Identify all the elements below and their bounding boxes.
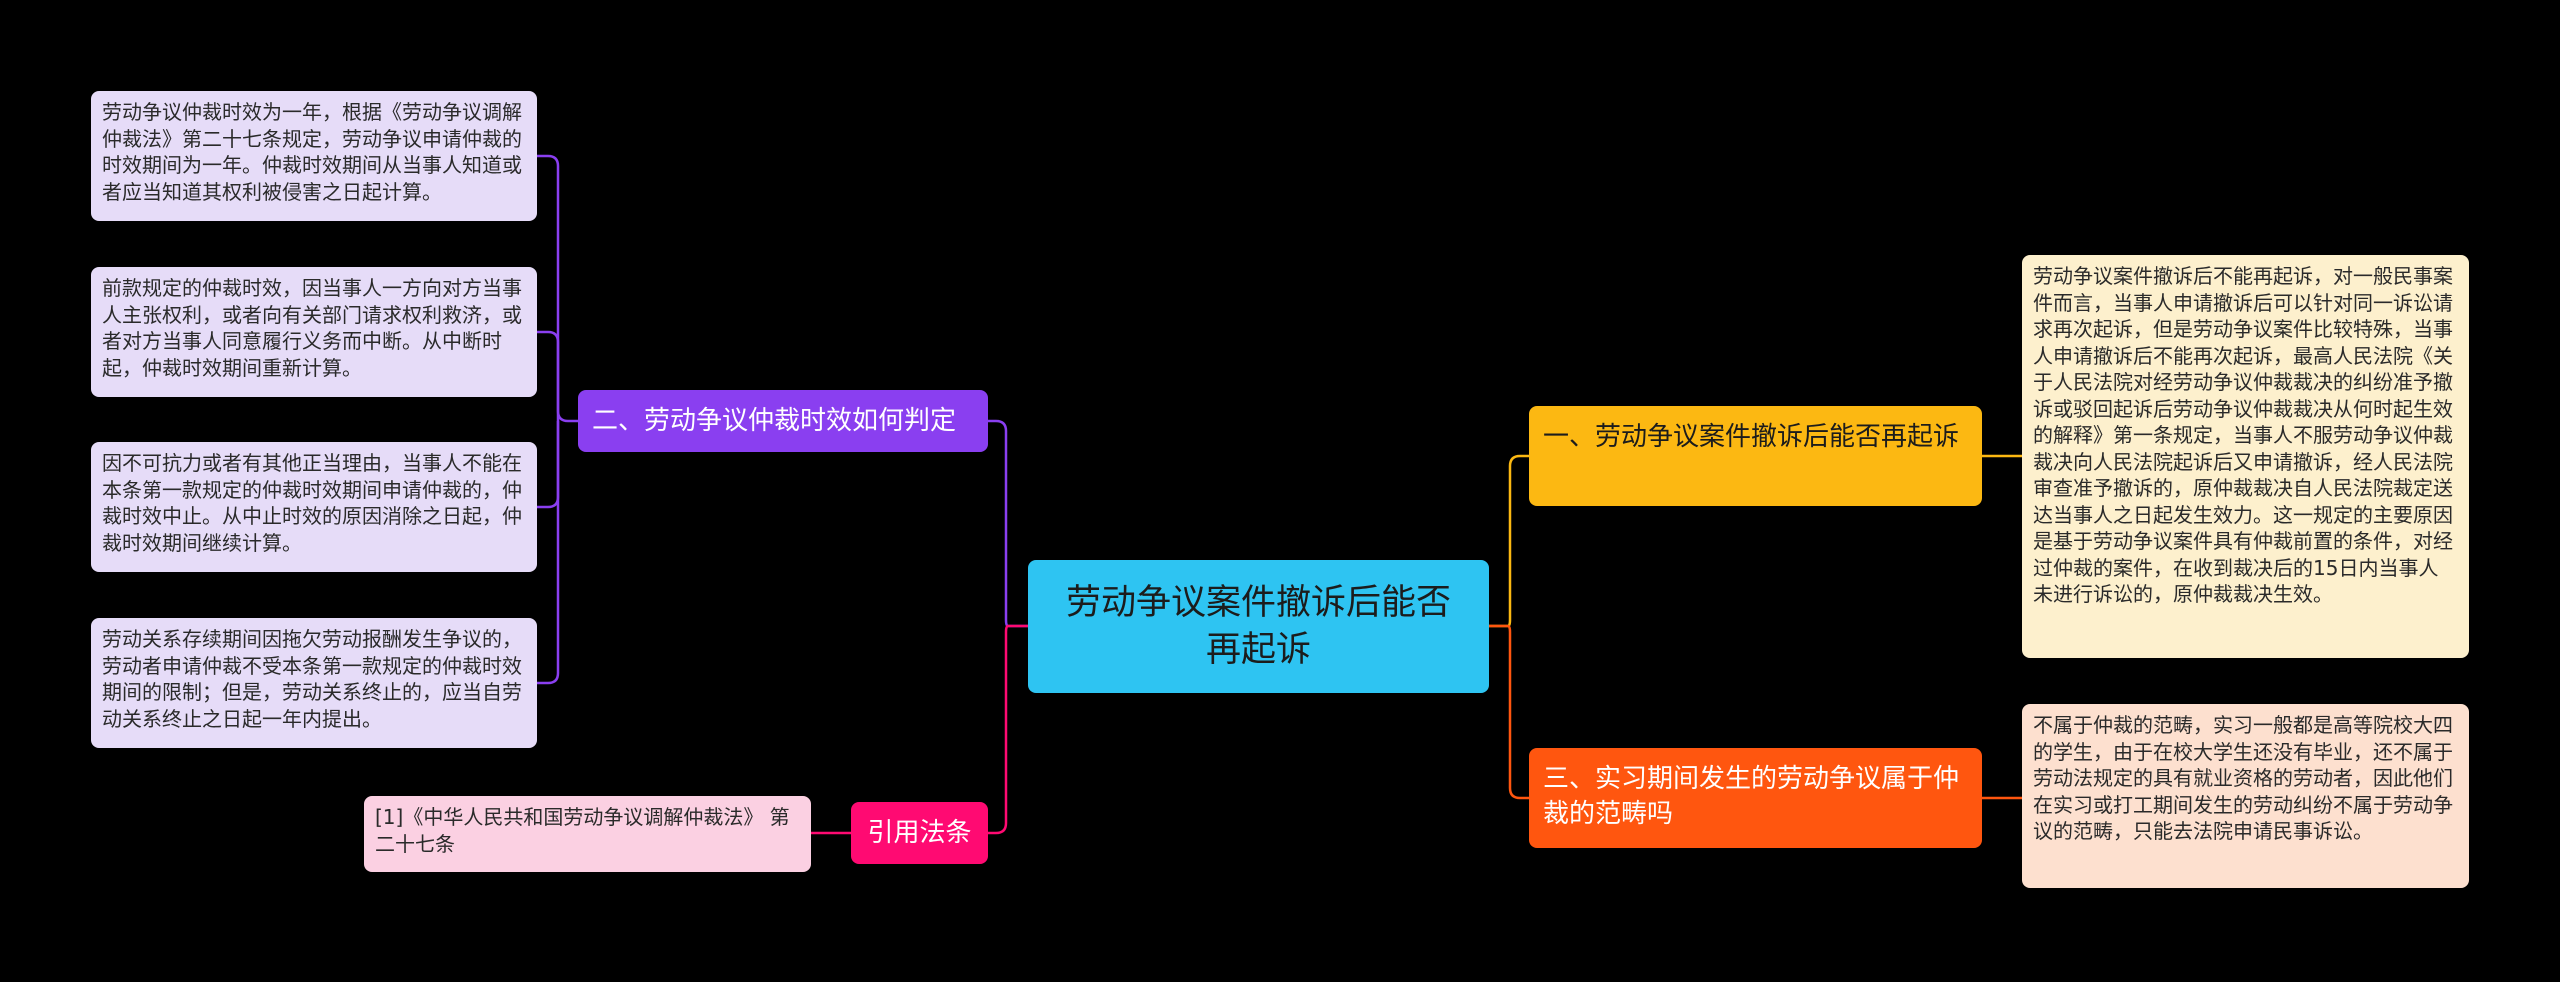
branch-refile-after-withdrawal[interactable]: 一、劳动争议案件撤诉后能否再起诉 <box>1529 406 1982 506</box>
leaf-refile-explanation[interactable]: 劳动争议案件撤诉后不能再起诉，对一般民事案件而言，当事人申请撤诉后可以针对同一诉… <box>2022 255 2469 658</box>
branch-cited-law[interactable]: 引用法条 <box>851 802 988 864</box>
root-topic-label: 劳动争议案件撤诉后能否再起诉 <box>1065 582 1451 670</box>
leaf-text: 不属于仲裁的范畴，实习一般都是高等院校大四的学生，由于在校大学生还没有毕业，还不… <box>2033 713 2453 843</box>
leaf-text: 劳动关系存续期间因拖欠劳动报酬发生争议的，劳动者申请仲裁不受本条第一款规定的仲裁… <box>102 627 522 731</box>
leaf-time-limit-interruption[interactable]: 前款规定的仲裁时效，因当事人一方向对方当事人主张权利，或者向有关部门请求权利救济… <box>91 267 537 397</box>
leaf-text: 劳动争议案件撤诉后不能再起诉，对一般民事案件而言，当事人申请撤诉后可以针对同一诉… <box>2033 264 2453 606</box>
leaf-time-limit-one-year[interactable]: 劳动争议仲裁时效为一年，根据《劳动争议调解仲裁法》第二十七条规定，劳动争议申请仲… <box>91 91 537 221</box>
leaf-text: 前款规定的仲裁时效，因当事人一方向对方当事人主张权利，或者向有关部门请求权利救济… <box>102 276 522 380</box>
branch-arbitration-time-limit[interactable]: 二、劳动争议仲裁时效如何判定 <box>578 390 988 452</box>
leaf-internship-explanation[interactable]: 不属于仲裁的范畴，实习一般都是高等院校大四的学生，由于在校大学生还没有毕业，还不… <box>2022 704 2469 888</box>
leaf-text: 因不可抗力或者有其他正当理由，当事人不能在本条第一款规定的仲裁时效期间申请仲裁的… <box>102 451 522 555</box>
branch-internship-dispute[interactable]: 三、实习期间发生的劳动争议属于仲裁的范畴吗 <box>1529 748 1982 848</box>
leaf-text: [1]《中华人民共和国劳动争议调解仲裁法》 第二十七条 <box>375 805 790 856</box>
leaf-text: 劳动争议仲裁时效为一年，根据《劳动争议调解仲裁法》第二十七条规定，劳动争议申请仲… <box>102 100 522 204</box>
branch-label: 二、劳动争议仲裁时效如何判定 <box>592 405 957 436</box>
branch-label: 引用法条 <box>867 817 972 848</box>
leaf-time-limit-suspension[interactable]: 因不可抗力或者有其他正当理由，当事人不能在本条第一款规定的仲裁时效期间申请仲裁的… <box>91 442 537 572</box>
leaf-law-citation[interactable]: [1]《中华人民共和国劳动争议调解仲裁法》 第二十七条 <box>364 796 811 872</box>
root-topic[interactable]: 劳动争议案件撤诉后能否再起诉 <box>1028 560 1489 693</box>
branch-label: 三、实习期间发生的劳动争议属于仲裁的范畴吗 <box>1543 764 1960 829</box>
leaf-unpaid-wages-exception[interactable]: 劳动关系存续期间因拖欠劳动报酬发生争议的，劳动者申请仲裁不受本条第一款规定的仲裁… <box>91 618 537 748</box>
branch-label: 一、劳动争议案件撤诉后能否再起诉 <box>1543 422 1960 452</box>
